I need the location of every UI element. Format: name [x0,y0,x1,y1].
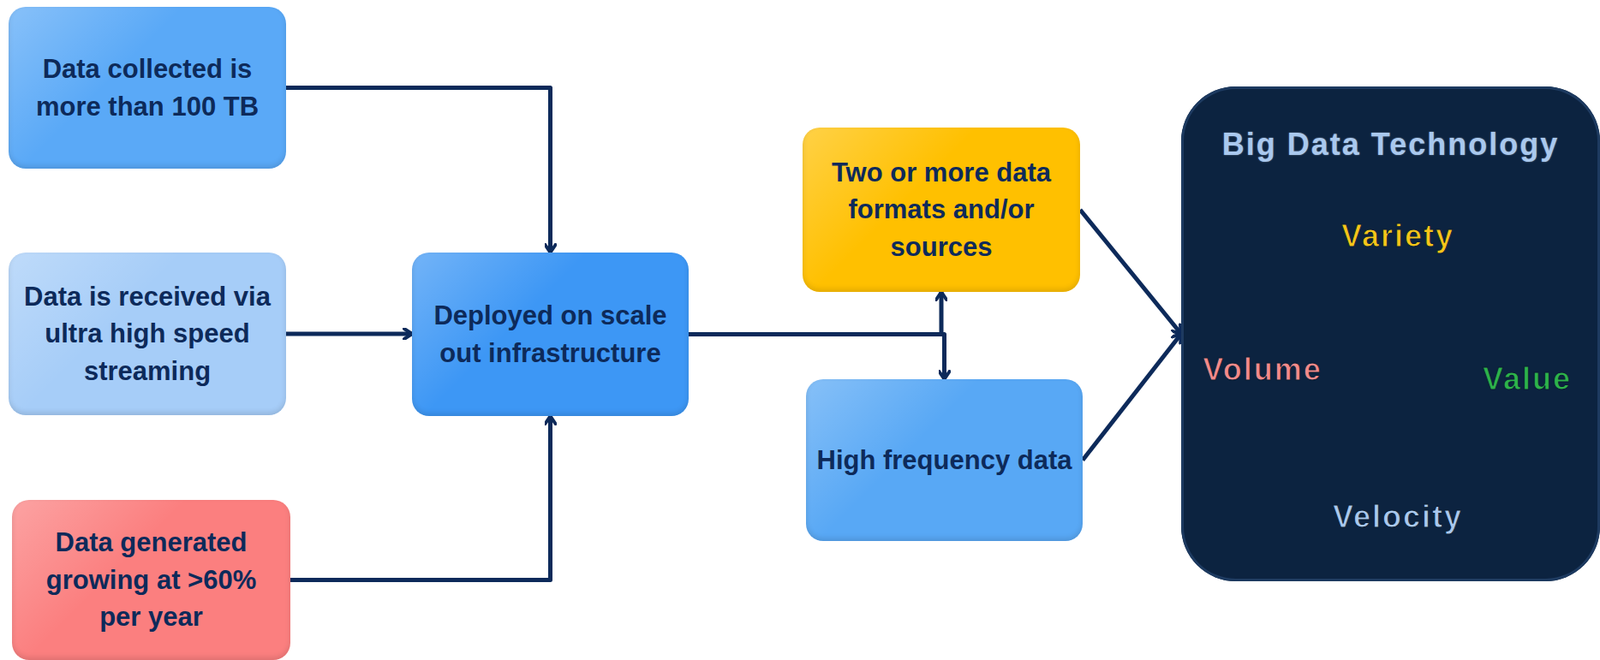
box-text: High frequency data [817,441,1073,479]
flow-arrow [688,292,942,335]
flow-arrow [286,88,551,254]
v-label: Velocity [1332,499,1463,536]
flow-arrow [1080,209,1182,335]
box-text: Two or more data formats and/or sources [812,154,1070,266]
process-box: Deployed on scale out infrastructure [411,252,689,417]
flow-arrow [286,332,412,337]
criteria-box: Two or more data formats and/or sources [802,127,1081,293]
source-box: Data generated growing at >60% per year [11,500,291,660]
flow-arrow [688,334,945,381]
box-text: Data generated growing at >60% per year [22,524,281,636]
source-box: Data collected is more than 100 TB [8,6,287,169]
flow-arrow [1082,334,1182,461]
box-text: Data is received via ultra high speed st… [18,278,276,390]
flow-arrow [290,416,551,581]
v-label: Variety [1341,218,1455,255]
box-text: Deployed on scale out infrastructure [422,297,679,372]
v-label: Value [1482,361,1572,398]
box-text: Data collected is more than 100 TB [18,50,276,126]
panel-title: Big Data Technology [1222,125,1559,163]
v-label: Volume [1202,352,1322,389]
source-box: Data is received via ultra high speed st… [8,252,287,416]
criteria-box: High frequency data [805,379,1083,542]
